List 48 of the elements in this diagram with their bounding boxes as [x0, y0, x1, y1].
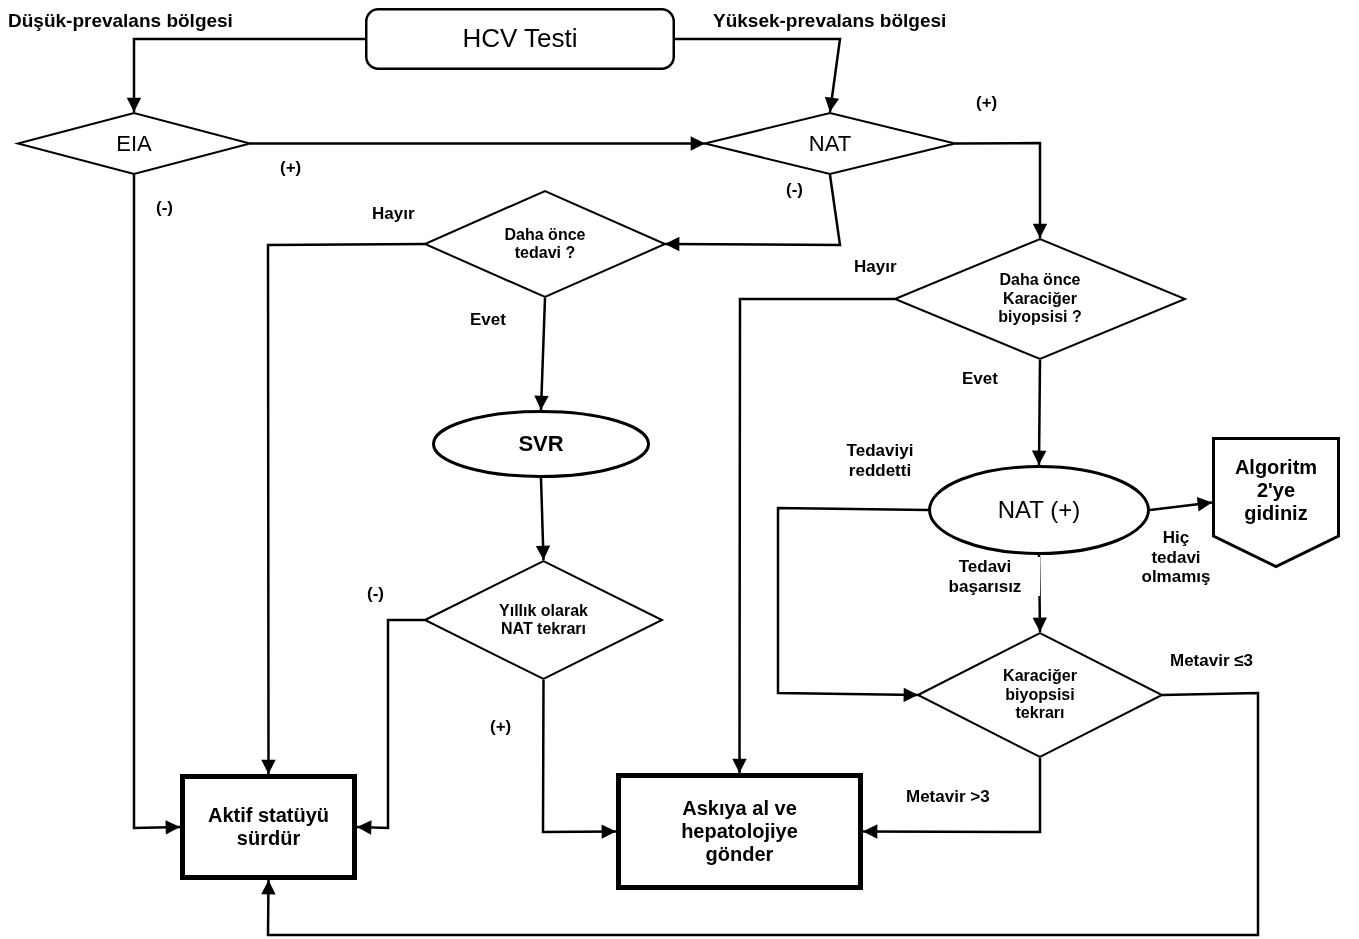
edge-label: (-) — [786, 180, 803, 200]
arrow — [250, 136, 706, 151]
arrow — [675, 37, 842, 113]
edge-label: (-) — [156, 198, 173, 218]
edge-label: (-) — [367, 584, 384, 604]
edge-label: (+) — [280, 158, 302, 178]
arrow — [534, 297, 549, 411]
node-label: Yıllık olarak NAT tekrarı — [498, 601, 589, 639]
decision-diamond — [425, 560, 662, 680]
arrow — [955, 141, 1048, 239]
outcome-box — [180, 774, 357, 880]
outcome-box — [616, 773, 863, 890]
arrow — [862, 758, 1042, 839]
arrow — [132, 175, 181, 835]
node-label: NAT (+) — [997, 496, 1081, 524]
state-ellipse — [432, 410, 650, 478]
node-label: Askıya al ve hepatolojiye gönder — [680, 797, 799, 866]
arrow — [1031, 360, 1047, 466]
node-label: Daha önce tedavi ? — [503, 225, 587, 263]
arrow — [535, 477, 551, 561]
decision-diamond — [895, 238, 1185, 360]
node-label: SVR — [518, 431, 564, 457]
edge-label: Hayır — [854, 257, 897, 277]
arrow — [664, 174, 842, 252]
arrow — [261, 691, 1260, 937]
arrow — [126, 37, 365, 113]
node-label: Daha önce Karaciğer biyopsisi ? — [997, 271, 1083, 327]
node-label: NAT — [808, 130, 852, 157]
node-label: HCV Testi — [462, 24, 578, 54]
edge-label: (+) — [490, 717, 512, 737]
start-box — [365, 8, 675, 70]
arrow — [1149, 497, 1213, 512]
node-label: Aktif statüyü sürdür — [206, 804, 331, 850]
node-label: Karaciğer biyopsisi tekrarı — [1002, 667, 1078, 723]
decision-diamond — [425, 190, 665, 298]
edge-label: Hayır — [372, 204, 415, 224]
arrow — [776, 506, 928, 703]
decision-diamond — [705, 112, 955, 175]
state-ellipse — [928, 465, 1150, 555]
decision-diamond — [918, 632, 1162, 758]
arrow — [261, 242, 425, 775]
offpage-connector — [1212, 437, 1340, 568]
edge-label: (+) — [976, 93, 998, 113]
node-label: Algoritm 2'ye gidiniz — [1233, 456, 1319, 525]
arrow — [541, 680, 617, 839]
arrow — [356, 618, 425, 835]
edge-label: Hiç tedavi olmamış — [1140, 528, 1212, 587]
arrow — [732, 297, 895, 774]
